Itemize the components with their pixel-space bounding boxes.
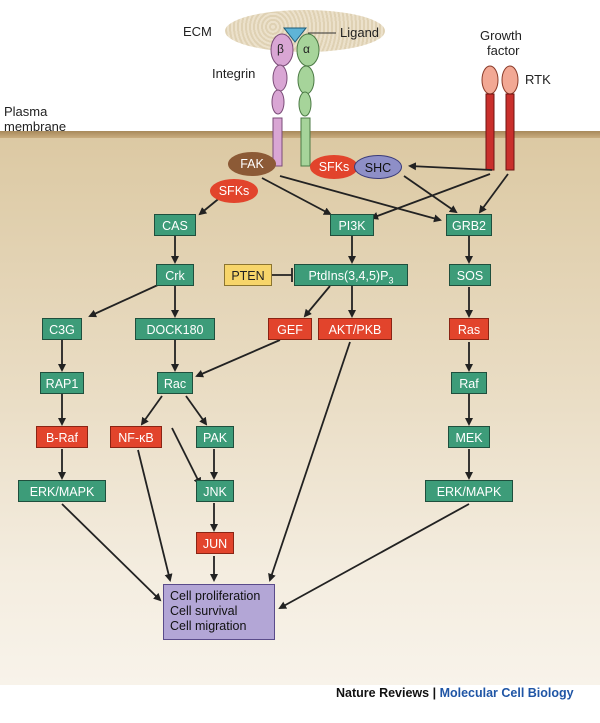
pten-node: PTEN (224, 264, 272, 286)
mek-node: MEK (448, 426, 490, 448)
b-raf-node: B-Raf (36, 426, 88, 448)
journal-credit: Nature Reviews | Molecular Cell Biology (336, 686, 574, 700)
journal-name: Nature Reviews (336, 686, 430, 700)
outcome-migration: Cell migration (170, 619, 247, 633)
pten-inhibition-line (272, 268, 293, 282)
shc-node: SHC (354, 155, 402, 179)
dock180-node: DOCK180 (135, 318, 215, 340)
beta-label: β (277, 42, 284, 56)
ligand-label: Ligand (340, 25, 380, 40)
ras-node: Ras (449, 318, 489, 340)
integrin-label: Integrin (212, 66, 256, 81)
rac-node: Rac (157, 372, 193, 394)
growth-factor-label-2: factor (487, 43, 520, 58)
cytoplasm-region (0, 137, 600, 685)
plasma-membrane-label-2: membrane (4, 119, 67, 134)
sfks-right-node: SFKs (310, 155, 358, 179)
gef-node: GEF (268, 318, 312, 340)
erk-mapk-left-node: ERK/MAPK (18, 480, 106, 502)
rtk-receptor (481, 65, 519, 171)
akt-pkb-node: AKT/PKB (318, 318, 392, 340)
raf-node: Raf (451, 372, 487, 394)
sfks-left-node: SFKs (210, 179, 258, 203)
ptdins-label: PtdIns(3,4,5)P (308, 269, 389, 283)
erk-mapk-right-node: ERK/MAPK (425, 480, 513, 502)
cellular-outcome-box: Cell proliferation Cell survival Cell mi… (163, 584, 275, 640)
pi3k-node: PI3K (330, 214, 374, 236)
ptdins-node: PtdIns(3,4,5)P3 (294, 264, 408, 286)
integrin-alpha-subunit (296, 33, 320, 167)
journal-separator: | (429, 686, 440, 700)
nf-kb-node: NF-κB (110, 426, 162, 448)
pak-node: PAK (196, 426, 234, 448)
pathway-arrows (58, 162, 509, 609)
cas-node: CAS (154, 214, 196, 236)
growth-factor-label-1: Growth (480, 28, 522, 43)
jnk-node: JNK (196, 480, 234, 502)
jun-node: JUN (196, 532, 234, 554)
sos-node: SOS (449, 264, 491, 286)
outcome-survival: Cell survival (170, 604, 238, 618)
c3g-node: C3G (42, 318, 82, 340)
fak-node: FAK (228, 152, 276, 176)
grb2-node: GRB2 (446, 214, 492, 236)
crk-node: Crk (156, 264, 194, 286)
rtk-label: RTK (525, 72, 551, 87)
ligand-triangle (282, 27, 308, 43)
outcome-proliferation: Cell proliferation (170, 589, 261, 603)
rap1-node: RAP1 (40, 372, 84, 394)
ecm-label: ECM (183, 24, 212, 39)
ptdins-subscript: 3 (388, 275, 394, 286)
alpha-label: α (303, 42, 310, 56)
plasma-membrane (0, 131, 600, 138)
plasma-membrane-label-1: Plasma (4, 104, 48, 119)
integrin-beta-subunit (270, 33, 294, 167)
journal-section: Molecular Cell Biology (439, 686, 574, 700)
